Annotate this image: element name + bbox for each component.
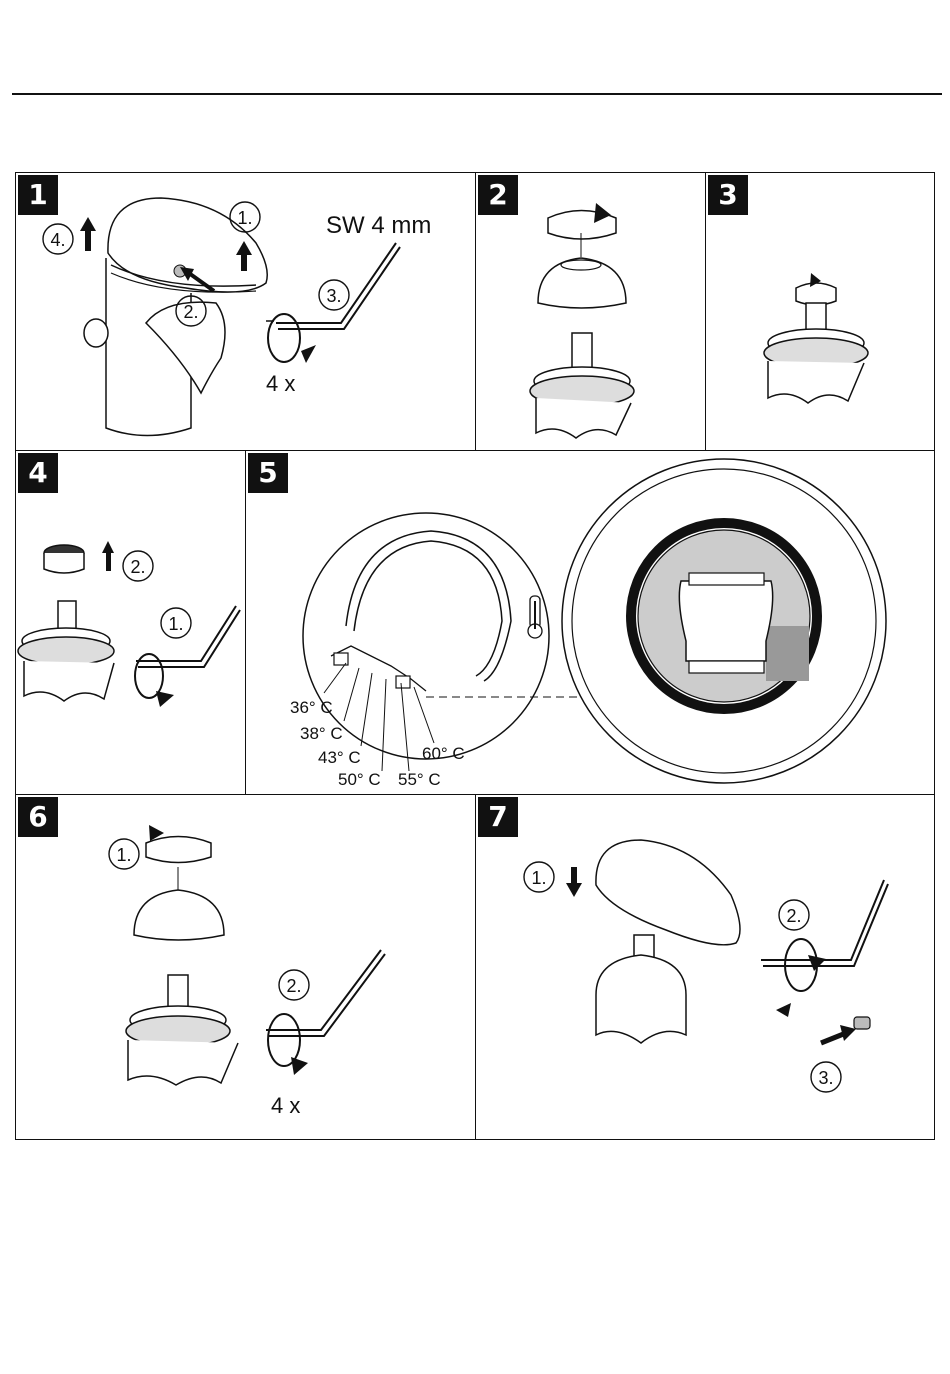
temp-50: 50° C: [338, 770, 381, 789]
step-1-panel: 1 1. 2. 3. 4. SW 4 mm: [15, 172, 476, 451]
step-4-label-2: 2.: [130, 557, 145, 577]
step-4-illustration: 2. 1.: [16, 451, 246, 795]
step-2-illustration: [476, 173, 706, 451]
step-1-label-3: 3.: [326, 286, 341, 306]
step-6-panel: 6 1. 2. 4 x: [15, 794, 476, 1140]
temperature-dial: [303, 513, 549, 759]
step-7-label-1: 1.: [531, 868, 546, 888]
step-1-label-2: 2.: [183, 302, 198, 322]
set-screw: [854, 1017, 870, 1029]
step-5-illustration: 36° C 38° C 43° C 50° C 55° C 60° C: [246, 451, 935, 795]
step-1-label-1: 1.: [237, 208, 252, 228]
temp-36: 36° C: [290, 698, 333, 717]
temp-43: 43° C: [318, 748, 361, 767]
step-1-label-4: 4.: [50, 230, 65, 250]
step-7-illustration: 1. 2. 3.: [476, 795, 935, 1140]
temp-55: 55° C: [398, 770, 441, 789]
step-7-label-3: 3.: [818, 1068, 833, 1088]
step-3-panel: 3: [705, 172, 935, 451]
step-3-illustration: [706, 173, 935, 451]
step-1-illustration: 1. 2. 3. 4. SW 4 mm 4 x: [16, 173, 476, 451]
allen-key: [266, 950, 381, 1030]
step-6-illustration: 1. 2. 4 x: [16, 795, 476, 1140]
temp-38: 38° C: [300, 724, 343, 743]
step-6-label-1: 1.: [116, 845, 131, 865]
step-6-turns: 4 x: [271, 1093, 300, 1118]
step-4-panel: 4 2. 1.: [15, 450, 246, 795]
step-5-panel: 5 36° C 38° C 43° C 50° C 55° C 60° C: [245, 450, 935, 795]
step-7-panel: 7 1. 2. 3.: [475, 794, 935, 1140]
step-1-turns: 4 x: [266, 371, 295, 396]
faucet-side-knob: [84, 319, 108, 347]
temp-60: 60° C: [422, 744, 465, 763]
spindle: [572, 333, 592, 368]
tool-size-label: SW 4 mm: [326, 212, 431, 239]
step-7-label-2: 2.: [786, 906, 801, 926]
step-2-panel: 2: [475, 172, 706, 451]
step-6-label-2: 2.: [286, 976, 301, 996]
allen-key: [276, 243, 396, 323]
step-4-label-1: 1.: [168, 614, 183, 634]
lever-handle: [596, 840, 740, 945]
top-rule: [12, 93, 942, 95]
